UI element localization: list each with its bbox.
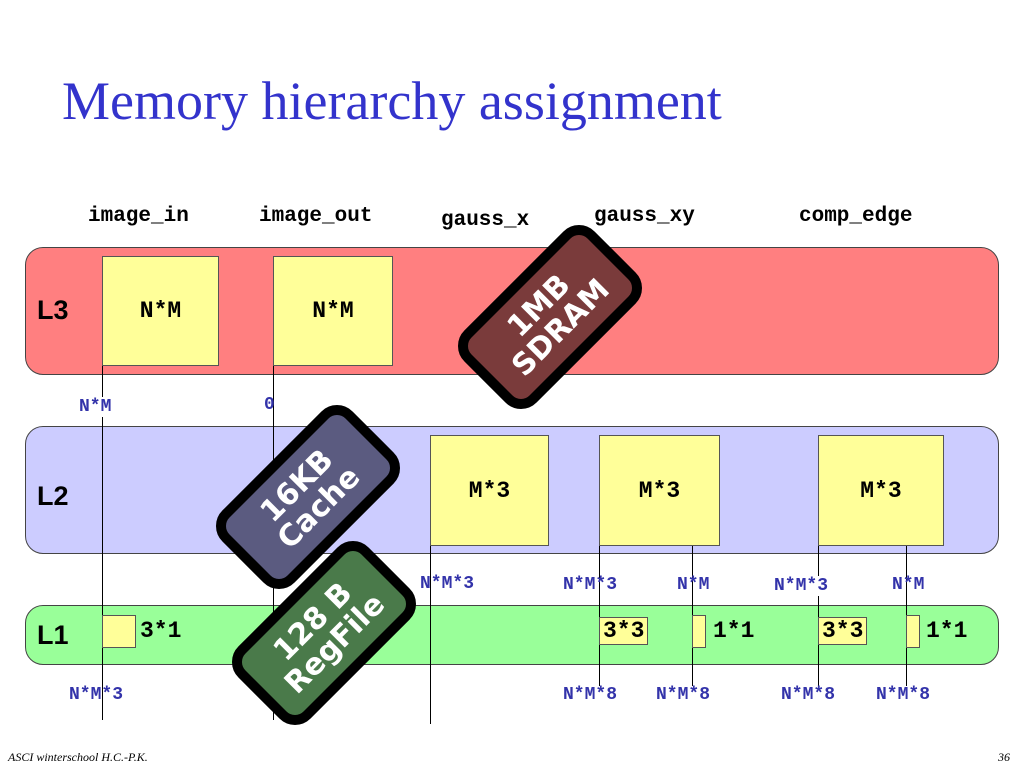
l3-box-image-out: N*M: [273, 256, 393, 366]
l1-count-gauss-x: 3*3: [599, 617, 649, 645]
array-label-image-in: image_in: [88, 205, 189, 228]
l1-box-comp-edge: [906, 615, 920, 648]
transfer-l1-comp-edge-out: N*M*8: [876, 685, 931, 705]
l1-count-gauss-xy: 1*1: [713, 618, 755, 644]
data-path-comp-edge-in: [818, 546, 819, 686]
slide-title: Memory hierarchy assignment: [62, 71, 722, 131]
transfer-l2-l1-gauss-x: N*M*3: [420, 574, 475, 594]
transfer-l2-l1-comp-edge-in: N*M*3: [771, 576, 832, 596]
l1-count-comp-edge: 1*1: [926, 618, 968, 644]
footer-credit: ASCI winterschool H.C.-P.K.: [8, 750, 148, 764]
data-path-image-in: [102, 366, 103, 720]
transfer-l2-l1-gauss-xy-in: N*M*3: [563, 575, 618, 595]
level-label-l2: L2: [37, 481, 69, 511]
l1-count-gauss-xy-2: 3*3: [818, 617, 868, 645]
data-path-gauss-x: [430, 546, 431, 724]
transfer-l3-l2-image-out: 0: [264, 395, 275, 415]
transfer-l1-gauss-xy-in: N*M*8: [563, 685, 618, 705]
l1-count-image-in: 3*1: [140, 618, 182, 644]
array-label-gauss-x: gauss_x: [441, 209, 530, 232]
level-label-l3: L3: [37, 295, 69, 325]
l1-box-image-in: [102, 615, 136, 648]
l3-box-image-in: N*M: [102, 256, 219, 366]
transfer-l2-l1-gauss-xy-out: N*M: [677, 575, 710, 595]
l1-box-gauss-xy: [692, 615, 706, 648]
l2-box-gauss-xy: M*3: [599, 435, 720, 546]
l2-box-gauss-x: M*3: [430, 435, 549, 546]
transfer-l2-l1-comp-edge-out: N*M: [892, 575, 925, 595]
transfer-l1-gauss-xy-out: N*M*8: [656, 685, 711, 705]
slide-number: 36: [998, 750, 1010, 764]
array-label-gauss-xy: gauss_xy: [594, 205, 695, 228]
transfer-l1-comp-edge-in: N*M*8: [781, 685, 836, 705]
data-path-gauss-xy-in: [599, 546, 600, 686]
array-label-comp-edge: comp_edge: [799, 205, 913, 228]
level-label-l1: L1: [37, 620, 69, 650]
l2-box-comp-edge: M*3: [818, 435, 944, 546]
transfer-l1-image-in: N*M*3: [69, 685, 124, 705]
transfer-l3-l2-image-in: N*M: [76, 397, 115, 417]
array-label-image-out: image_out: [259, 205, 373, 228]
